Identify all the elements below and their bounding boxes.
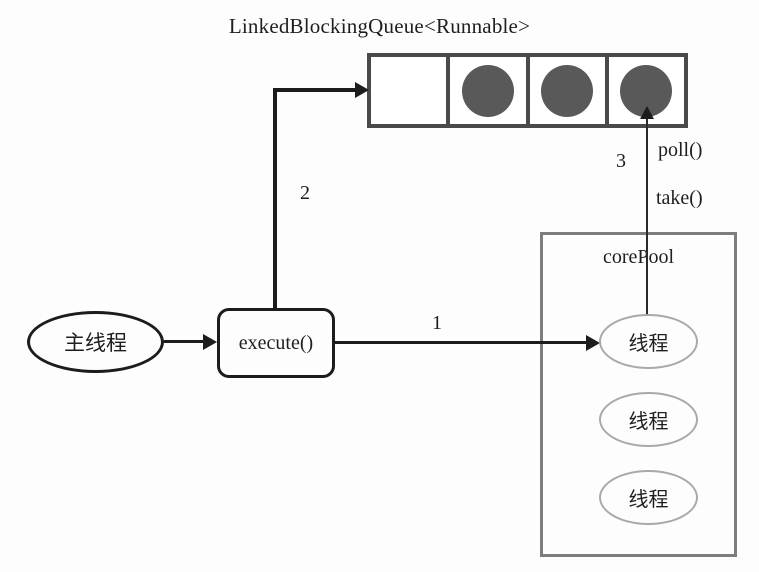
task-queue (367, 53, 688, 128)
submit-arrow-line (335, 341, 588, 344)
queue-cell (371, 57, 451, 124)
thread-ellipse: 线程 (599, 470, 698, 525)
thread-ellipse: 线程 (599, 314, 698, 369)
step-2-label: 2 (300, 182, 310, 204)
poll-method-label: poll() (658, 139, 703, 161)
step-1-label: 1 (432, 312, 442, 334)
take-method-label: take() (656, 187, 703, 209)
enqueue-arrowhead-icon (355, 82, 369, 98)
main-to-execute-line (164, 340, 206, 343)
enqueue-arrow-vertical-line (273, 90, 277, 310)
queue-cell (530, 57, 609, 124)
task-circle-icon (541, 64, 594, 117)
step-3-label: 3 (616, 150, 626, 172)
core-pool-box (540, 232, 737, 557)
main-thread-ellipse: 主线程 (27, 311, 164, 373)
enqueue-arrow-horizontal-line (273, 88, 357, 92)
task-circle-icon (461, 64, 514, 117)
queue-cell (450, 57, 530, 124)
main-to-execute-arrowhead-icon (203, 334, 217, 350)
core-pool-label: corePool (602, 246, 675, 268)
thread-ellipse: 线程 (599, 392, 698, 447)
execute-box: execute() (217, 308, 335, 378)
dequeue-arrowhead-icon (640, 106, 654, 119)
queue-title: LinkedBlockingQueue<Runnable> (228, 14, 531, 38)
dequeue-arrow-line (646, 110, 648, 317)
submit-arrowhead-icon (586, 335, 600, 351)
